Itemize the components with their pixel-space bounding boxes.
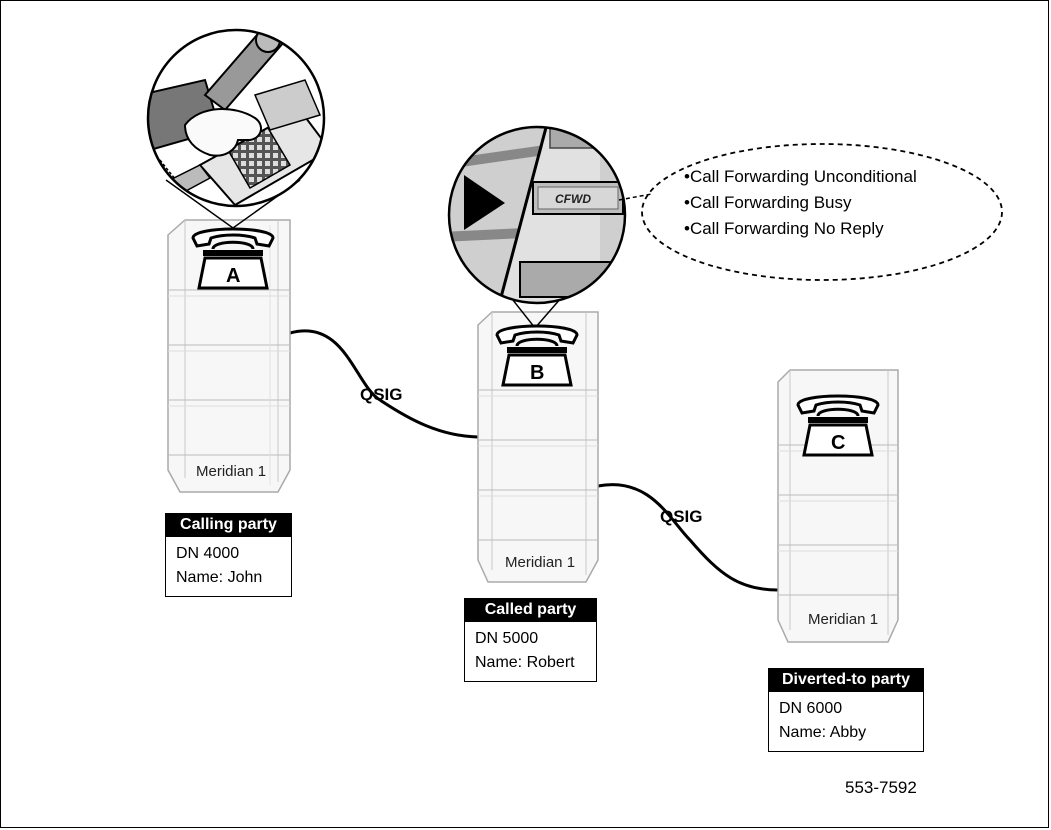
option-unconditional: •Call Forwarding Unconditional xyxy=(684,167,917,186)
qsig-label-2: QSIG xyxy=(660,507,703,526)
calling-party-title: Calling party xyxy=(166,514,291,537)
party-b-letter: B xyxy=(530,362,544,384)
cabinet-c xyxy=(777,369,899,643)
called-party-dn: DN 5000 xyxy=(475,630,539,647)
option-no-reply: •Call Forwarding No Reply xyxy=(684,219,884,238)
called-party-title: Called party xyxy=(465,599,596,622)
qsig-link-a-b xyxy=(289,329,479,439)
diverted-to-party-box: Diverted-to party DN 6000 Name: Abby xyxy=(768,668,924,752)
dialing-hand-image xyxy=(146,28,326,208)
telephone-b-icon: B xyxy=(495,324,579,387)
diverted-to-party-title: Diverted-to party xyxy=(769,669,923,692)
play-triangle-icon xyxy=(464,175,505,230)
qsig-label-1: QSIG xyxy=(360,385,403,404)
options-connector xyxy=(618,193,653,201)
qsig-link-b-c xyxy=(597,483,779,592)
called-party-box: Called party DN 5000 Name: Robert xyxy=(464,598,597,682)
cabinet-a-label: Meridian 1 xyxy=(196,463,266,480)
calling-party-dn: DN 4000 xyxy=(176,545,240,562)
calling-party-name: Name: John xyxy=(176,569,263,586)
forwarding-options-bubble xyxy=(641,143,1003,281)
cabinet-c-label: Meridian 1 xyxy=(808,611,878,628)
party-c-letter: C xyxy=(831,432,845,454)
figure-id: 553-7592 xyxy=(845,778,917,797)
calling-party-box: Calling party DN 4000 Name: John xyxy=(165,513,292,597)
called-party-name: Name: Robert xyxy=(475,654,575,671)
telephone-a-icon: A xyxy=(191,227,275,290)
cfwd-key-closeup: CFWD xyxy=(447,125,627,305)
party-a-letter: A xyxy=(226,265,240,287)
telephone-c-icon: C xyxy=(796,394,880,457)
option-busy: •Call Forwarding Busy xyxy=(684,193,852,212)
diverted-to-party-dn: DN 6000 xyxy=(779,700,843,717)
cfwd-key-label: CFWD xyxy=(555,192,591,206)
diverted-to-party-name: Name: Abby xyxy=(779,724,867,741)
cabinet-b-label: Meridian 1 xyxy=(505,554,575,571)
